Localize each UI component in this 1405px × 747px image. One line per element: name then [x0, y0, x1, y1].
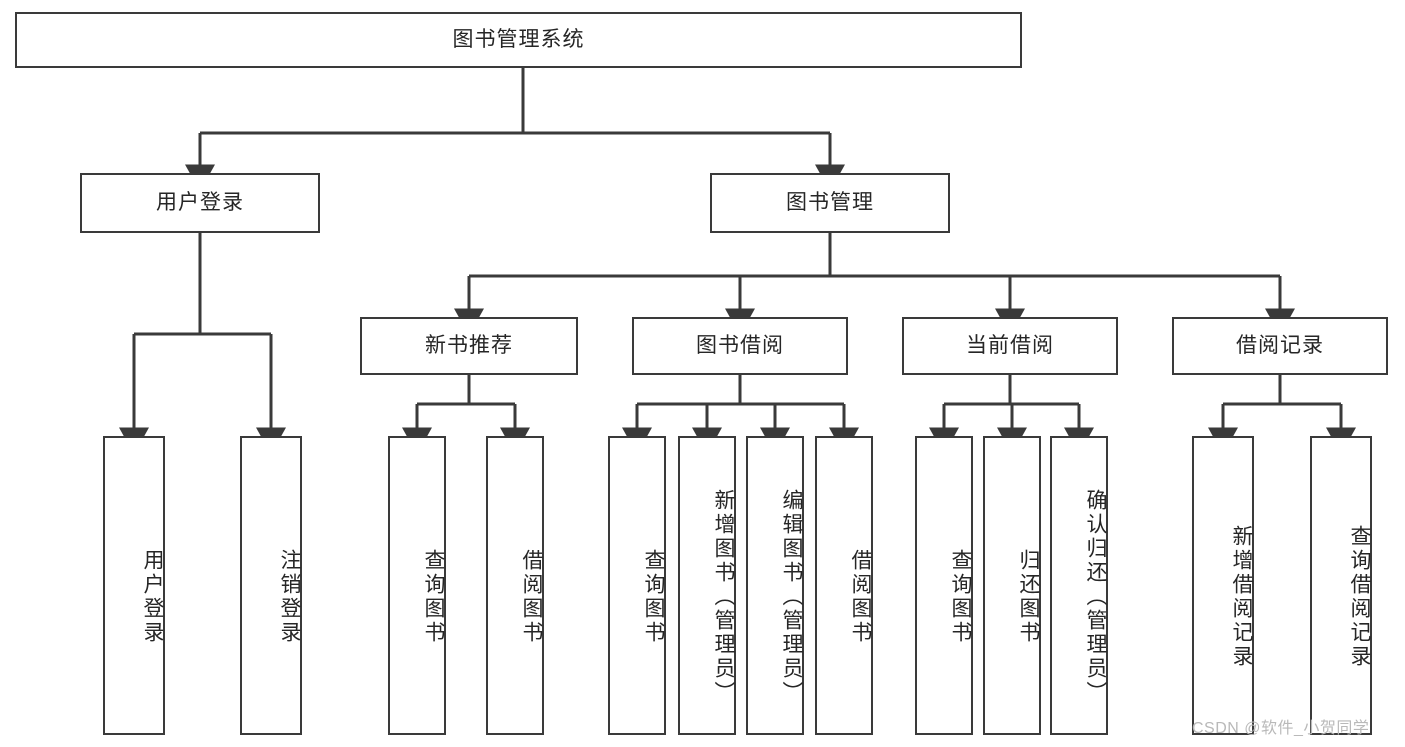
leaf-edit-book-admin[interactable]: 编辑图书（管理员） [746, 436, 804, 735]
node-new-book-recommend[interactable]: 新书推荐 [360, 317, 578, 375]
leaf-user-login[interactable]: 用户登录 [103, 436, 165, 735]
leaf-query-book-current[interactable]: 查询图书 [915, 436, 973, 735]
leaf-edit-book-admin-label: 编辑图书（管理员） [780, 488, 803, 705]
leaf-query-book-borrow[interactable]: 查询图书 [608, 436, 666, 735]
leaf-query-book-new[interactable]: 查询图书 [388, 436, 446, 735]
leaf-confirm-return-admin-label: 确认归还（管理员） [1084, 488, 1107, 705]
leaf-borrow-book-new-label: 借阅图书 [520, 548, 543, 645]
node-current-borrow[interactable]: 当前借阅 [902, 317, 1118, 375]
node-book-borrow[interactable]: 图书借阅 [632, 317, 848, 375]
leaf-add-borrow-record-label: 新增借阅记录 [1230, 524, 1253, 669]
leaf-logout-label: 注销登录 [278, 548, 301, 645]
node-root-label: 图书管理系统 [452, 28, 585, 52]
node-borrow-record[interactable]: 借阅记录 [1172, 317, 1388, 375]
csdn-watermark: CSDN @软件_小贺同学 [1192, 720, 1370, 737]
leaf-add-book-admin-label: 新增图书（管理员） [712, 488, 735, 705]
node-root[interactable]: 图书管理系统 [15, 12, 1022, 68]
leaf-query-borrow-record-label: 查询借阅记录 [1348, 524, 1371, 669]
node-book-borrow-label: 图书借阅 [696, 334, 784, 358]
leaf-borrow-book[interactable]: 借阅图书 [815, 436, 873, 735]
leaf-logout[interactable]: 注销登录 [240, 436, 302, 735]
node-user-login[interactable]: 用户登录 [80, 173, 320, 233]
leaf-query-borrow-record[interactable]: 查询借阅记录 [1310, 436, 1372, 735]
node-new-book-recommend-label: 新书推荐 [425, 334, 513, 358]
node-current-borrow-label: 当前借阅 [966, 334, 1054, 358]
leaf-borrow-book-new[interactable]: 借阅图书 [486, 436, 544, 735]
leaf-borrow-book-label: 借阅图书 [849, 548, 872, 645]
node-borrow-record-label: 借阅记录 [1236, 334, 1324, 358]
node-book-management[interactable]: 图书管理 [710, 173, 950, 233]
leaf-confirm-return-admin[interactable]: 确认归还（管理员） [1050, 436, 1108, 735]
leaf-query-book-current-label: 查询图书 [949, 548, 972, 645]
leaf-query-book-borrow-label: 查询图书 [642, 548, 665, 645]
leaf-user-login-label: 用户登录 [141, 548, 164, 645]
leaf-return-book[interactable]: 归还图书 [983, 436, 1041, 735]
leaf-query-book-new-label: 查询图书 [422, 548, 445, 645]
node-user-login-label: 用户登录 [156, 191, 244, 215]
leaf-return-book-label: 归还图书 [1017, 548, 1040, 645]
leaf-add-borrow-record[interactable]: 新增借阅记录 [1192, 436, 1254, 735]
leaf-add-book-admin[interactable]: 新增图书（管理员） [678, 436, 736, 735]
node-book-management-label: 图书管理 [786, 191, 874, 215]
